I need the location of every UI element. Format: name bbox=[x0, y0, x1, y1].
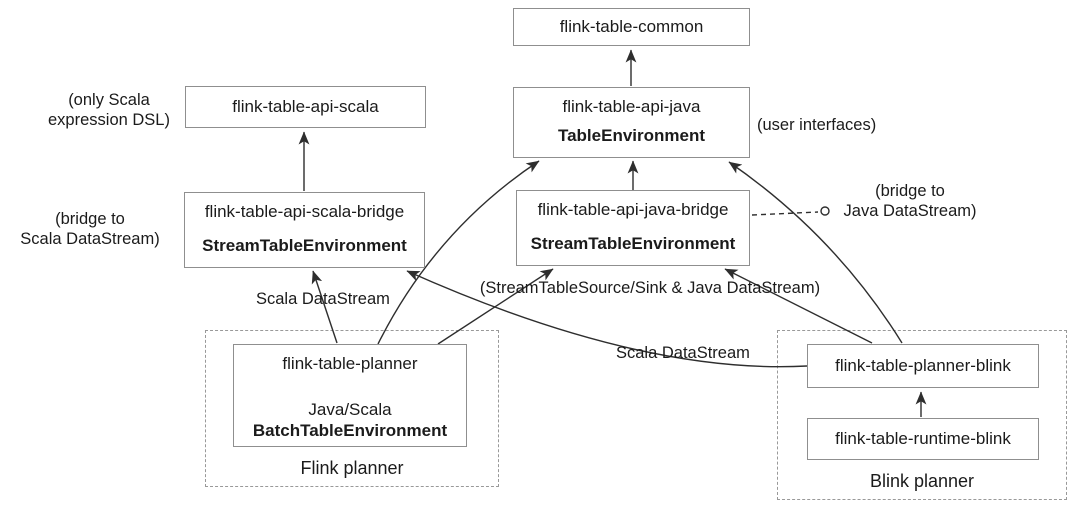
node-subtitle: TableEnvironment bbox=[557, 126, 706, 145]
node-flink-table-api-java: flink-table-api-java TableEnvironment bbox=[513, 87, 750, 158]
edge-java-bridge-dashed-note bbox=[751, 211, 819, 216]
node-title: flink-table-api-java-bridge bbox=[537, 200, 729, 219]
node-flink-table-api-java-bridge: flink-table-api-java-bridge StreamTableE… bbox=[516, 190, 750, 266]
annotation-line: Java DataStream) bbox=[843, 202, 977, 220]
node-title: flink-table-planner-blink bbox=[835, 356, 1011, 375]
node-flink-table-runtime-blink: flink-table-runtime-blink bbox=[807, 418, 1039, 460]
node-flink-table-api-scala-bridge: flink-table-api-scala-bridge StreamTable… bbox=[184, 192, 425, 268]
annotation-line: (only Scala bbox=[68, 91, 150, 109]
group-label-flink-planner: Flink planner bbox=[300, 458, 404, 478]
edge-planner-blink-to-scala-bridge bbox=[406, 270, 808, 368]
node-title: flink-table-api-java bbox=[562, 97, 701, 116]
annotation-bridge-to-scala-datastream: (bridge to Scala DataStream) bbox=[0, 209, 180, 249]
node-line2: Java/Scala bbox=[308, 400, 392, 419]
edge-planner-blink-to-api-java bbox=[728, 161, 903, 344]
node-title: flink-table-runtime-blink bbox=[835, 429, 1011, 448]
annotation-line: expression DSL) bbox=[48, 111, 170, 129]
annotation-line: (user interfaces) bbox=[757, 116, 877, 134]
node-flink-table-planner: flink-table-planner Java/Scala BatchTabl… bbox=[233, 344, 467, 447]
node-title: flink-table-api-scala-bridge bbox=[204, 202, 405, 221]
annotation-line: (bridge to bbox=[875, 182, 945, 200]
dashed-note-circle-terminator bbox=[820, 206, 830, 216]
annotation-line: Scala DataStream) bbox=[20, 230, 160, 248]
node-subtitle: BatchTableEnvironment bbox=[252, 421, 448, 440]
annotation-only-scala-expression-dsl: (only Scala expression DSL) bbox=[28, 90, 190, 130]
edge-planner-to-scala-bridge bbox=[311, 270, 338, 344]
edge-label-scala-datastream-right: Scala DataStream bbox=[616, 344, 750, 362]
edge-planner-blink-to-java-bridge bbox=[724, 268, 873, 344]
node-title: flink-table-common bbox=[559, 17, 704, 36]
node-title: flink-table-api-scala bbox=[232, 97, 379, 116]
edge-planner-to-api-java bbox=[377, 160, 540, 345]
annotation-line: (bridge to bbox=[55, 210, 125, 228]
node-flink-table-api-scala: flink-table-api-scala bbox=[185, 86, 426, 128]
node-title: flink-table-planner bbox=[282, 354, 418, 373]
group-flink-planner: Flink planner bbox=[205, 330, 499, 487]
node-flink-table-common: flink-table-common bbox=[513, 8, 750, 46]
group-blink-planner: Blink planner bbox=[777, 330, 1067, 500]
group-label-blink-planner: Blink planner bbox=[869, 471, 975, 491]
annotation-bridge-to-java-datastream: (bridge to Java DataStream) bbox=[830, 181, 990, 221]
annotation-user-interfaces: (user interfaces) bbox=[757, 115, 876, 135]
edge-planner-to-java-bridge bbox=[437, 268, 554, 345]
edge-label-streamtablesource-sink-java-datastream: (StreamTableSource/Sink & Java DataStrea… bbox=[479, 279, 821, 297]
node-flink-table-planner-blink: flink-table-planner-blink bbox=[807, 344, 1039, 388]
edge-label-scala-datastream-left: Scala DataStream bbox=[256, 290, 390, 308]
node-subtitle: StreamTableEnvironment bbox=[202, 236, 407, 255]
node-subtitle: StreamTableEnvironment bbox=[530, 234, 736, 253]
